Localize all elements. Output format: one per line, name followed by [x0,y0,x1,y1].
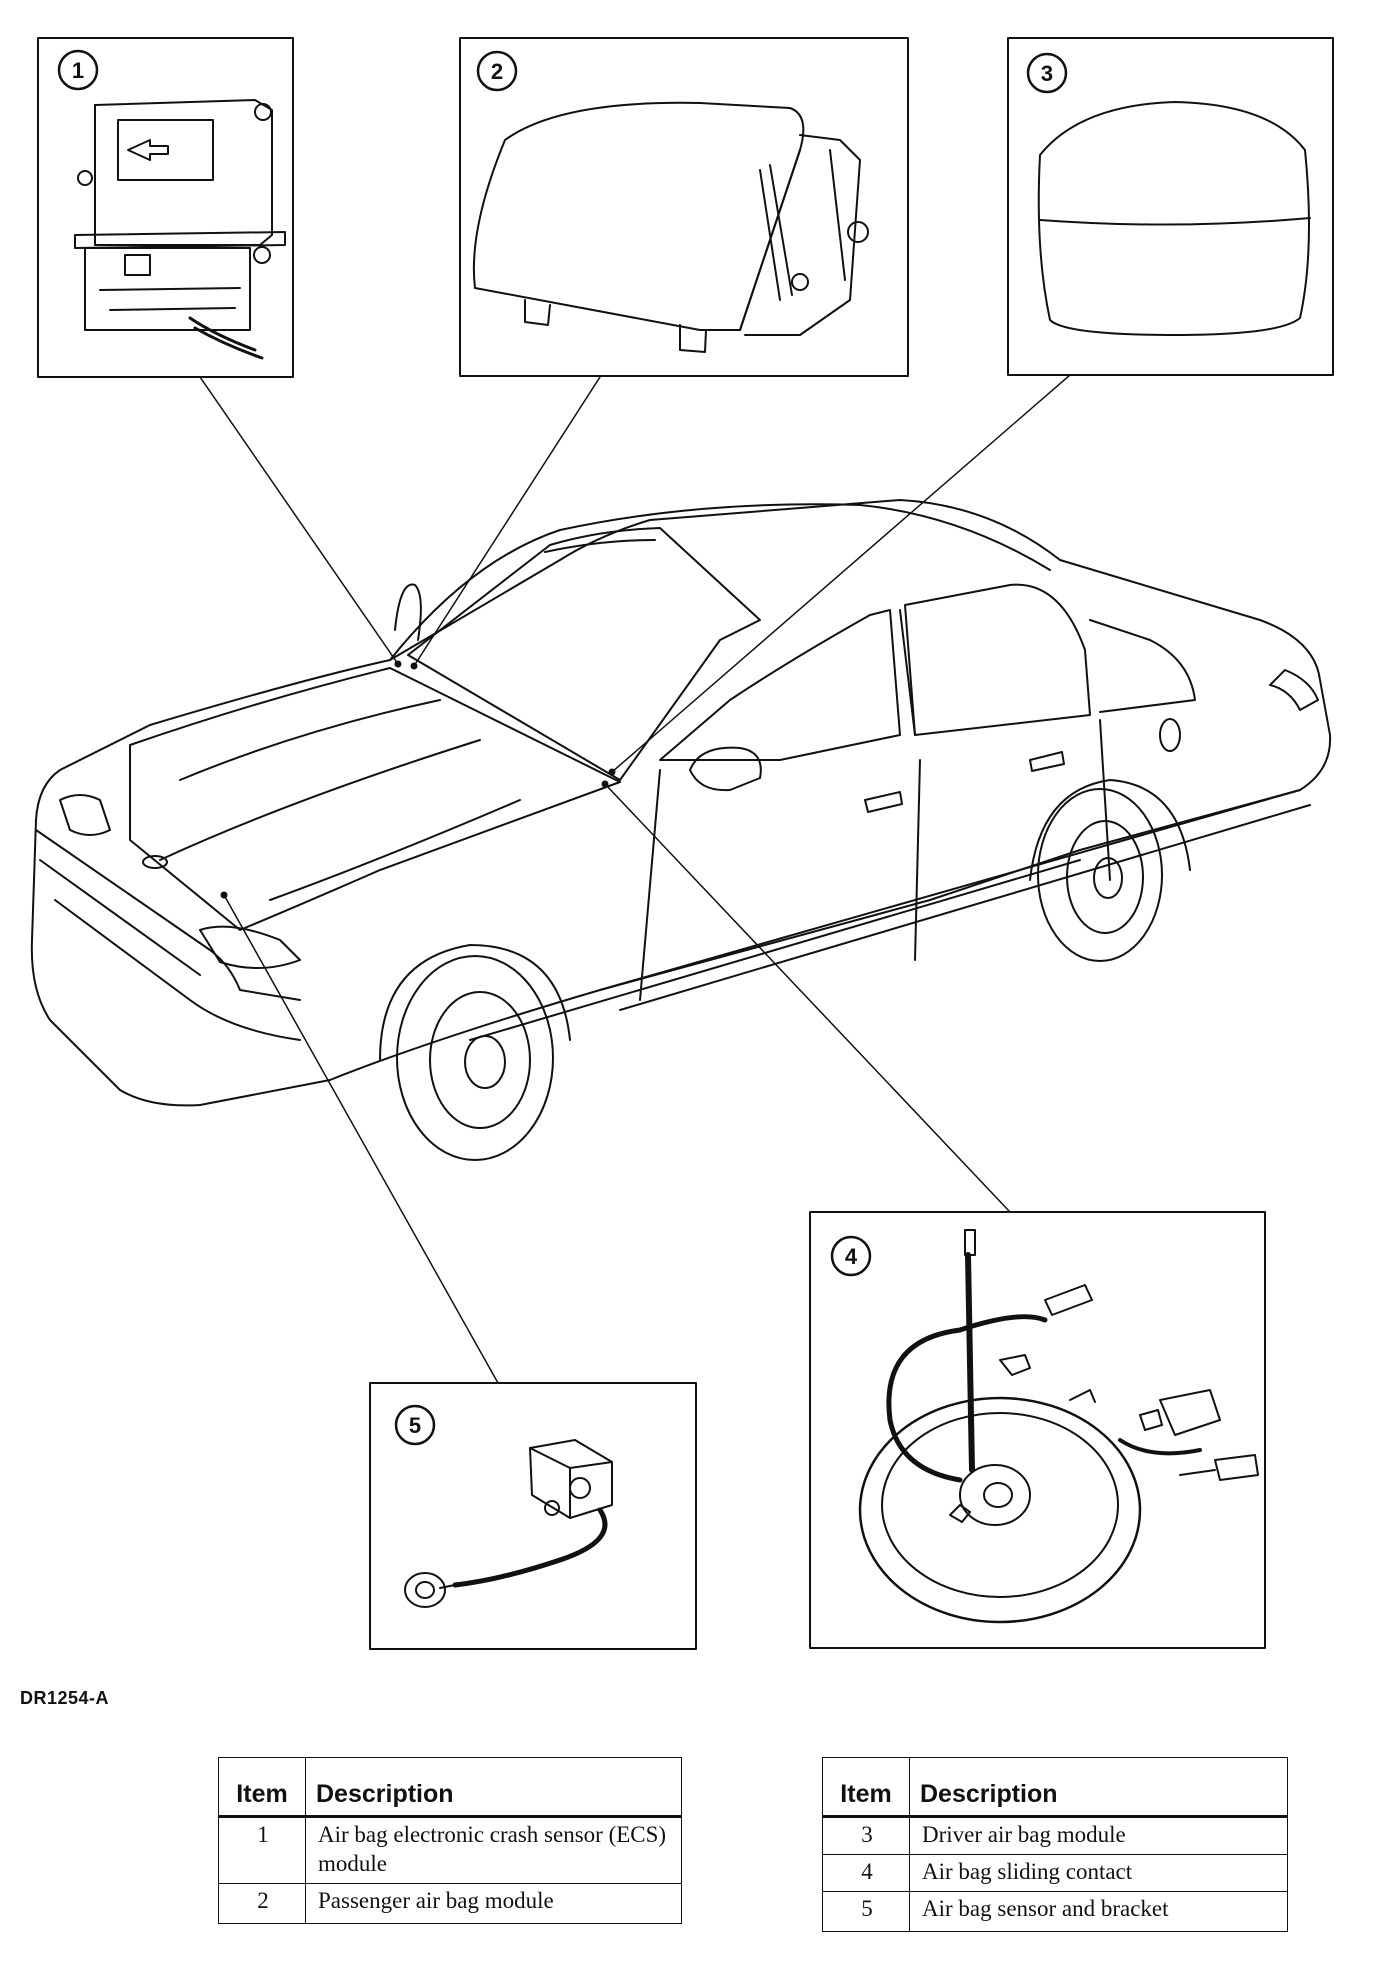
car-illustration [30,499,1332,1161]
legend-table-right: Item Description 3 Driver air bag module… [822,1757,1288,1933]
detail-box-1: 1 [37,37,294,378]
callout-5-label: 5 [409,1413,421,1438]
leader-lines [199,374,1071,1384]
legend-item-number: 4 [822,1853,910,1892]
crash-sensor-module-illustration [74,99,286,360]
legend-header-description: Description [305,1757,682,1818]
passenger-airbag-illustration [472,101,869,353]
legend-item-number: 2 [218,1882,306,1925]
callout-1-label: 1 [72,58,84,83]
legend-item-number: 1 [218,1816,306,1884]
legend-item-description: Air bag electronic crash sensor (ECS) mo… [305,1816,682,1884]
legend-item-description: Passenger air bag module [305,1882,682,1925]
legend-header-item: Item [218,1757,306,1818]
legend-item-number: 3 [822,1816,910,1855]
legend-header-item: Item [822,1757,910,1818]
detail-box-5: 5 [369,1382,697,1650]
legend-row: 1 Air bag electronic crash sensor (ECS) … [218,1816,682,1884]
detail-box-2: 2 [459,37,909,377]
callout-3-label: 3 [1041,61,1053,86]
legend-header-description: Description [909,1757,1288,1818]
figure-id: DR1254-A [20,1688,110,1708]
callout-5: 5 [394,1404,436,1446]
sliding-contact-illustration [858,1229,1259,1624]
legend-row: 2 Passenger air bag module [218,1882,682,1925]
detail-box-4: 4 [809,1211,1266,1649]
callout-4: 4 [830,1235,872,1277]
legend-item-description: Driver air bag module [909,1816,1288,1855]
callout-4-label: 4 [845,1244,858,1269]
airbag-component-diagram: 1 2 [30,37,1334,1650]
callout-1: 1 [57,49,99,91]
legend-header-row: Item Description [822,1757,1288,1818]
detail-box-3: 3 [1007,37,1334,376]
callout-2: 2 [476,50,518,92]
legend-table-left: Item Description 1 Air bag electronic cr… [218,1757,682,1925]
callout-3: 3 [1026,52,1068,94]
legend-row: 5 Air bag sensor and bracket [822,1890,1288,1933]
legend-item-number: 5 [822,1890,910,1933]
attachment-points [220,660,616,899]
driver-airbag-illustration [1037,101,1311,336]
legend-row: 4 Air bag sliding contact [822,1853,1288,1892]
legend-header-row: Item Description [218,1757,682,1818]
legend-item-description: Air bag sensor and bracket [909,1890,1288,1933]
legend-row: 3 Driver air bag module [822,1816,1288,1855]
legend-item-description: Air bag sliding contact [909,1853,1288,1892]
sensor-bracket-illustration [404,1439,613,1608]
callout-2-label: 2 [491,59,503,84]
